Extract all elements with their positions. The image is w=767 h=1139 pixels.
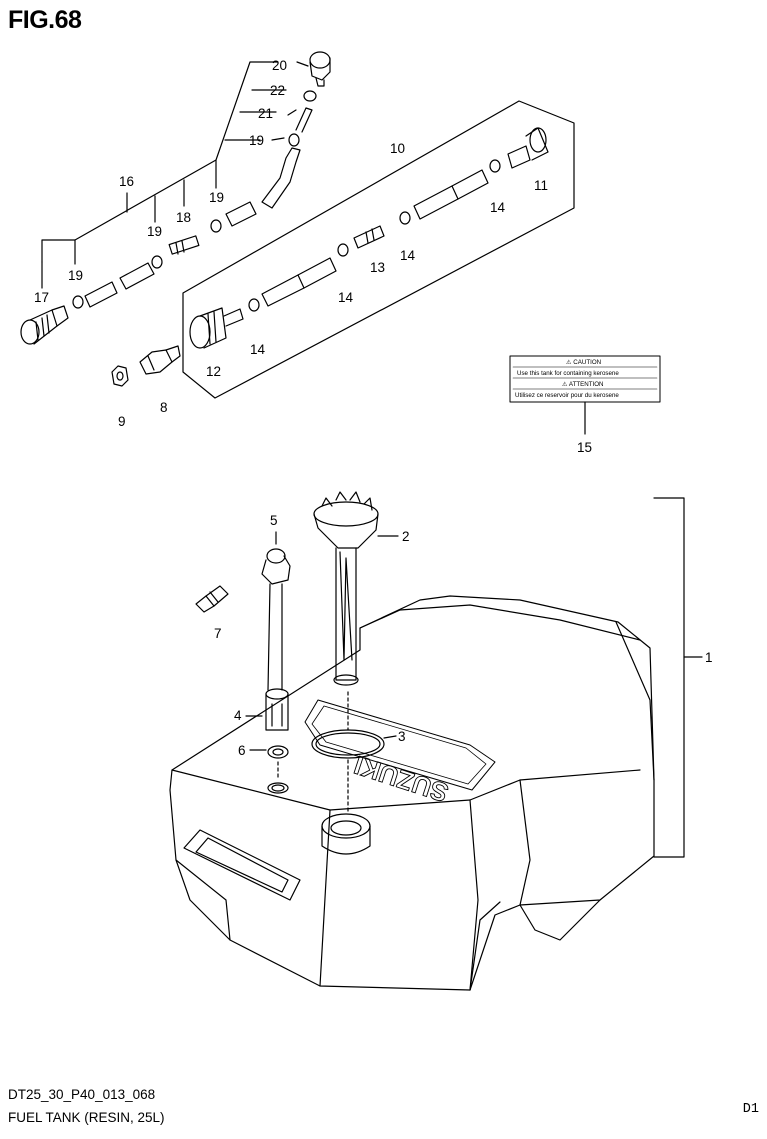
callout-1: 1 <box>705 650 713 665</box>
fuel-line-frame <box>182 100 575 399</box>
callout-14c: 14 <box>400 248 416 263</box>
caution-line-4: Utilisez ce reservoir pour du kerosene <box>515 392 619 399</box>
vent-valve-7-icon <box>195 585 229 613</box>
fuel-gauge-2-icon <box>313 491 379 686</box>
cap-20-icon <box>309 51 331 87</box>
callout-19c: 19 <box>209 190 224 205</box>
callout-13: 13 <box>370 260 385 275</box>
hose-segment <box>84 281 118 308</box>
callout-labels: 1 2 3 4 5 6 7 8 9 10 11 12 13 14 14 14 1… <box>34 58 713 758</box>
hose-segment <box>225 201 257 227</box>
callout-14b: 14 <box>338 290 354 305</box>
callout-21: 21 <box>258 106 273 121</box>
callout-6: 6 <box>238 743 246 758</box>
hose-segment <box>261 274 305 307</box>
leader-1-bracket <box>653 497 685 858</box>
callout-10: 10 <box>390 141 405 156</box>
tank-emboss-text: SUZUKI <box>350 750 451 808</box>
hose-segment <box>119 262 155 290</box>
callout-17: 17 <box>34 290 49 305</box>
callout-8: 8 <box>160 400 168 415</box>
washer-6-icon <box>267 745 289 759</box>
bent-hose <box>261 147 301 209</box>
connector-11-icon <box>507 127 549 169</box>
callout-16: 16 <box>119 174 134 189</box>
leader-16 <box>41 61 279 263</box>
joint-13-icon <box>353 225 385 249</box>
callout-14a: 14 <box>250 342 266 357</box>
fuel-tank-body <box>169 595 655 991</box>
caution-line-3: ⚠ ATTENTION <box>562 381 604 388</box>
joint-18-icon <box>168 235 200 255</box>
callout-15: 15 <box>577 440 592 455</box>
connector-17-icon <box>20 305 69 345</box>
callout-4: 4 <box>234 708 242 723</box>
caution-line-2: Use this tank for containing kerosene <box>517 370 619 377</box>
footer-name: FUEL TANK (RESIN, 25L) <box>8 1110 165 1125</box>
fitting-8-icon <box>139 345 181 375</box>
callout-7: 7 <box>214 626 222 641</box>
callout-3: 3 <box>398 729 406 744</box>
callout-19a: 19 <box>68 268 83 283</box>
vent-screw-5-icon <box>261 548 291 691</box>
callout-22: 22 <box>270 83 285 98</box>
figure-title: FIG.68 <box>8 6 82 34</box>
vent-body-4-icon <box>265 688 289 731</box>
caution-decal-text: ⚠ CAUTION Use this tank for containing k… <box>515 359 619 399</box>
callout-12: 12 <box>206 364 221 379</box>
footer-page: D1 <box>742 1102 759 1117</box>
callout-14d: 14 <box>490 200 506 215</box>
connector-12-icon <box>189 307 244 349</box>
callout-19d: 19 <box>249 133 264 148</box>
nut-9-icon <box>111 365 129 387</box>
callout-19b: 19 <box>147 224 162 239</box>
tank-handle <box>183 829 301 901</box>
callout-11: 11 <box>534 178 548 193</box>
callout-20: 20 <box>272 58 287 73</box>
caution-line-1: ⚠ CAUTION <box>566 359 601 366</box>
hose-segment <box>413 185 459 220</box>
callout-18: 18 <box>176 210 191 225</box>
callout-9: 9 <box>118 414 126 429</box>
callout-2: 2 <box>402 529 410 544</box>
callout-5: 5 <box>270 513 278 528</box>
footer-code: DT25_30_P40_013_068 <box>8 1087 156 1102</box>
